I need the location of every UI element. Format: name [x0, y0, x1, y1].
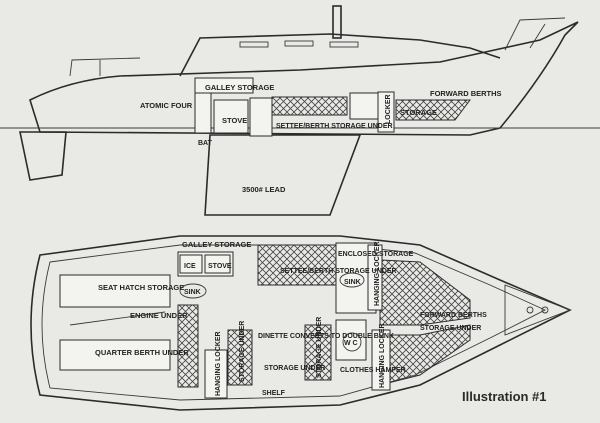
plan-head-sink-label: SINK [344, 279, 361, 286]
profile-storage-label: STORAGE [400, 108, 437, 117]
plan-head-sink [339, 272, 365, 288]
plan-stove-box [204, 254, 231, 274]
plan-shelf-label: SHELF [262, 390, 286, 397]
plan-storage-under-left-label: STORAGE UNDER [239, 321, 246, 382]
profile-stove-label: STOVE [222, 116, 247, 125]
plan-seat-hatch-label-text: SEAT HATCH STORAGE [98, 283, 184, 292]
profile-mast [332, 5, 342, 39]
plan-view: GALLEY STORAGE ICE STOVE SINK SEAT HATCH… [30, 235, 572, 411]
plan-storage-under-fwd-label: STORAGE UNDER [420, 325, 481, 332]
plan-hanging-locker-side-label: HANGING LOCKER [379, 323, 386, 388]
plan-forward-berths-label: FORWARD BERTHS [420, 312, 487, 319]
plan-hanging-locker-aft-label: HANGING LOCKER [215, 331, 222, 396]
profile-galley-storage-label: GALLEY STORAGE [205, 83, 274, 92]
plan-bow-circle-2 [526, 306, 534, 314]
plan-hanging-locker-fwd-block [367, 244, 383, 311]
profile-galley-block [194, 77, 254, 94]
plan-galley-storage-label: GALLEY STORAGE [182, 240, 251, 249]
profile-stove-block [213, 99, 249, 134]
plan-quarter-berth-label: QUARTER BERTH UNDER [95, 348, 189, 357]
profile-stern-rail [69, 57, 141, 77]
profile-atomic-four-label: ATOMIC FOUR [140, 101, 193, 110]
plan-storage-under-left-block [227, 329, 253, 386]
plan-hanging-locker-side-block [371, 329, 391, 391]
profile-port-2 [284, 40, 314, 47]
plan-stove-label: STOVE [208, 263, 232, 270]
profile-rudder [19, 131, 67, 181]
profile-settee-hatch [271, 96, 348, 116]
profile-bat-block [194, 92, 212, 134]
profile-keel [204, 134, 362, 216]
plan-bow-circle-1 [541, 306, 549, 314]
plan-seat-hatch-block [59, 274, 171, 308]
profile-cabin-top [179, 33, 501, 77]
plan-fwd-berth-hatch [379, 259, 471, 326]
profile-locker-label: LOCKER [385, 94, 392, 124]
plan-storage-under-center-label: STORAGE UNDER [264, 365, 325, 372]
plan-galley-sink [179, 283, 207, 299]
plan-inner-hull [41, 244, 547, 401]
plan-storage-under-right-block [304, 324, 332, 381]
plan-ice-box [179, 254, 203, 274]
profile-view: GALLEY STORAGE STOVE ATOMIC FOUR BAT SET… [0, 5, 600, 216]
profile-port-3 [329, 41, 359, 48]
plan-hanging-locker-aft-block [204, 349, 228, 399]
plan-quarter-berth-block [59, 339, 171, 371]
profile-settee-storage-label: SETTEE/BERTH STORAGE UNDER [276, 123, 393, 130]
profile-locker-block [377, 91, 395, 133]
illustration-caption: Illustration #1 [462, 389, 547, 404]
plan-dinette-label: DINETTE CONVERTS TO DOUBLE BUNK [258, 333, 394, 340]
profile-fwd-hatch [395, 99, 471, 121]
plan-bow-fitting [504, 284, 572, 336]
profile-lead-label: 3500# LEAD [242, 185, 286, 194]
profile-forward-berths-label: FORWARD BERTHS [430, 89, 502, 98]
plan-storage-under-right-label: STORAGE UNDER [316, 317, 323, 378]
plan-galley-sink-label: SINK [184, 289, 201, 296]
plan-seat-hatch-label: SEAT HATCH STORAGE [98, 283, 184, 292]
profile-port-1 [239, 41, 269, 48]
plan-hanging-locker-fwd-label: HANGING LOCKER [374, 241, 381, 306]
profile-bulkhead [349, 92, 381, 120]
plan-settee-storage-label: SETTEE/BERTH STORAGE UNDER [280, 268, 397, 275]
profile-hull [29, 21, 579, 136]
profile-bat-label: BAT [198, 140, 213, 147]
plan-engine-under-label: ENGINE UNDER [130, 311, 188, 320]
profile-drawers [249, 97, 273, 137]
plan-settee-hatch [257, 244, 337, 286]
plan-hull [30, 235, 572, 411]
plan-wc-bowl [342, 332, 362, 352]
plan-aft-hatch [177, 304, 199, 388]
plan-clothes-hamper-label: CLOTHES HAMPER [340, 367, 406, 374]
plan-tiller [69, 311, 166, 326]
plan-enclosed-storage-label: ENCLOSED STORAGE [338, 251, 414, 258]
plan-ice-label: ICE [184, 263, 196, 270]
plan-wc-label: W C [344, 340, 358, 347]
profile-bow-pulpit [504, 17, 566, 51]
